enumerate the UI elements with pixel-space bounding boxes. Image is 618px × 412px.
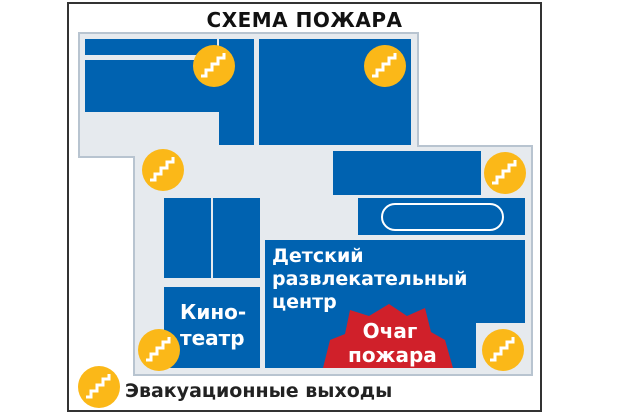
diagram-title: СХЕМА ПОЖАРА <box>206 8 403 32</box>
fire-burst <box>323 304 453 368</box>
room-small-2 <box>213 198 260 278</box>
oval-feature <box>381 203 504 231</box>
children-center-label-3: центр <box>272 291 337 313</box>
fire-label-1: Очаг <box>362 319 418 343</box>
stairs-exit-icon <box>482 329 524 371</box>
cinema-label-2: театр <box>180 326 245 350</box>
room-top-left-strip <box>85 39 217 55</box>
stairs-exit-icon <box>142 149 184 191</box>
legend-exit-label: Эвакуационные выходы <box>125 380 393 402</box>
room-with-oval <box>358 198 525 235</box>
room-small-1 <box>164 198 211 278</box>
stairs-exit-icon <box>484 152 526 194</box>
legend-stairs-exit-icon <box>78 366 120 408</box>
stairs-exit-icon <box>364 45 406 87</box>
stairs-exit-icon <box>193 45 235 87</box>
room-middle-right <box>333 151 481 195</box>
stairs-exit-icon <box>138 329 180 371</box>
cinema-label-1: Кино- <box>180 300 247 324</box>
room-children-center <box>265 240 525 368</box>
children-center-label-2: развлекательный <box>272 268 468 290</box>
diagram-frame <box>67 2 542 412</box>
fire-label-2: пожара <box>348 343 437 367</box>
children-center-label-1: Детский <box>272 245 364 267</box>
room-cinema: Кино- театр <box>164 287 260 368</box>
